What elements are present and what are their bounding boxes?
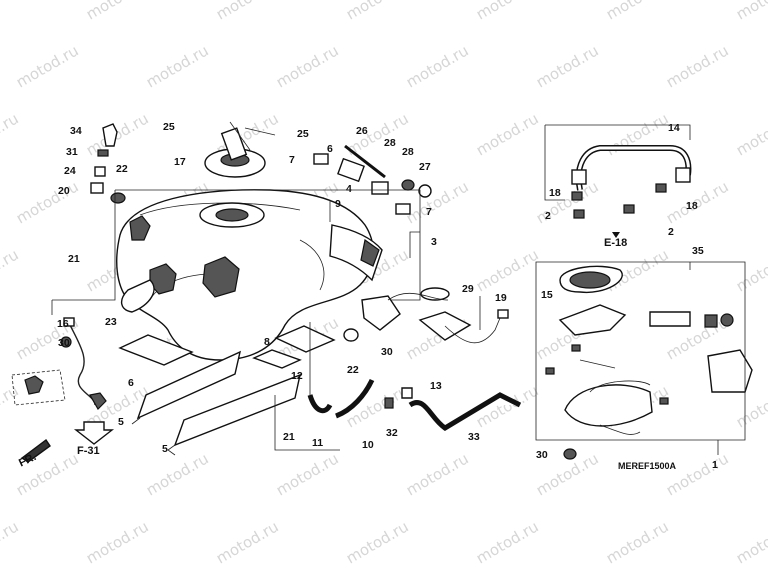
watermark-text: motod.ru [603,517,672,567]
watermark-text: motod.ru [13,41,82,91]
watermark-text: motod.ru [83,0,152,23]
watermark-text: motod.ru [473,109,542,159]
watermark-text: motod.ru [343,0,412,23]
callout-number: 19 [495,292,507,304]
callout-labels: 3431242022251725726282827674141818229321… [57,121,718,471]
tank-pads [118,325,336,447]
watermark-text: motod.ru [143,449,212,499]
watermark-text: motod.ru [273,449,342,499]
watermark-text: motod.ru [213,0,282,23]
callout-number: 3 [431,236,437,248]
callout-number: 14 [668,122,680,134]
watermark-text: motod.ru [83,517,152,567]
group-brackets [51,124,746,456]
callout-number: 32 [386,427,398,439]
callout-number: 16 [57,318,69,330]
callout-number: 21 [68,253,80,265]
callout-number: 18 [549,187,561,199]
callout-number: 4 [346,183,352,195]
callout-number: 18 [686,200,698,212]
callout-number: 9 [335,198,341,210]
callout-number: 12 [291,370,303,382]
callout-number: 30 [536,449,548,461]
callout-number: 28 [402,146,414,158]
watermark-text: motod.ru [0,109,22,159]
watermark-text: motod.ru [403,41,472,91]
diagram-code: MEREF1500A [618,461,677,471]
callout-number: 34 [70,125,82,137]
callout-number: 22 [347,364,359,376]
watermark-text: motod.ru [0,381,22,431]
ref-e18-label: E-18 [604,237,627,249]
ref-f31-label: F-31 [77,445,100,457]
callout-number: 28 [384,137,396,149]
watermark-text: motod.ru [13,177,82,227]
watermark-text: motod.ru [733,109,768,159]
watermark-text: motod.ru [733,517,768,567]
callout-number: 20 [58,185,70,197]
watermark-text: motod.ru [273,41,342,91]
callout-number: 25 [297,128,309,140]
watermark-text: motod.ru [343,517,412,567]
watermark-text: motod.ru [0,0,22,23]
fuel-level-sensor [343,287,509,344]
callout-number: 6 [327,143,333,155]
watermark-text: motod.ru [143,41,212,91]
callout-number: 31 [66,146,78,158]
callout-number: 22 [116,163,128,175]
watermark-text: motod.ru [473,517,542,567]
callout-number: 26 [356,125,368,137]
watermark-text: motod.ru [733,0,768,23]
watermark-text: motod.ru [473,245,542,295]
watermark-text: motod.ru [533,177,602,227]
watermark-text: motod.ru [663,449,732,499]
watermark-text: motod.ru [663,41,732,91]
callout-number: 29 [462,283,474,295]
callout-number: 23 [105,316,117,328]
watermark-text: motod.ru [0,245,22,295]
left-fasteners [90,123,126,204]
arrow-down-icon [612,232,620,238]
callout-number: 7 [426,206,432,218]
watermark-text: motod.ru [83,109,152,159]
vapor-hose [571,145,692,219]
callout-number: 8 [264,336,270,348]
tank-side-cover [329,224,383,282]
callout-number: 11 [312,437,323,449]
wire-harness [11,317,115,463]
callout-number: 15 [541,289,553,301]
callout-number: 6 [128,377,134,389]
callout-number: 10 [362,439,374,451]
callout-number: 33 [468,431,480,443]
callout-number: 2 [668,226,674,238]
fuel-cap-assembly [204,121,276,178]
callout-number: 2 [545,210,551,222]
callout-number: 13 [430,380,442,392]
callout-number: 5 [118,416,124,428]
watermark-text: motod.ru [403,449,472,499]
fuel-tank [116,189,374,361]
hoses [307,378,522,431]
watermark-text: motod.ru [0,517,22,567]
watermark-text: motod.ru [603,0,672,23]
watermark-text: motod.ru [213,517,282,567]
callout-number: 21 [283,431,295,443]
mount-bolts [313,144,432,215]
watermark-text: motod.ru [533,41,602,91]
fuel-pump-assembly [545,265,753,460]
callout-number: 27 [419,161,431,173]
callout-number: 30 [58,337,70,349]
watermark-text: motod.ru [473,0,542,23]
callout-number: 24 [64,165,76,177]
callout-number: 17 [174,156,186,168]
watermark-text: motod.ru [733,245,768,295]
callout-number: 35 [692,245,704,257]
callout-number: 5 [162,443,168,455]
callout-number: 30 [381,346,393,358]
callout-number: 7 [289,154,295,166]
callout-number: 25 [163,121,175,133]
callout-number: 1 [712,459,718,471]
watermark-text: motod.ru [603,109,672,159]
